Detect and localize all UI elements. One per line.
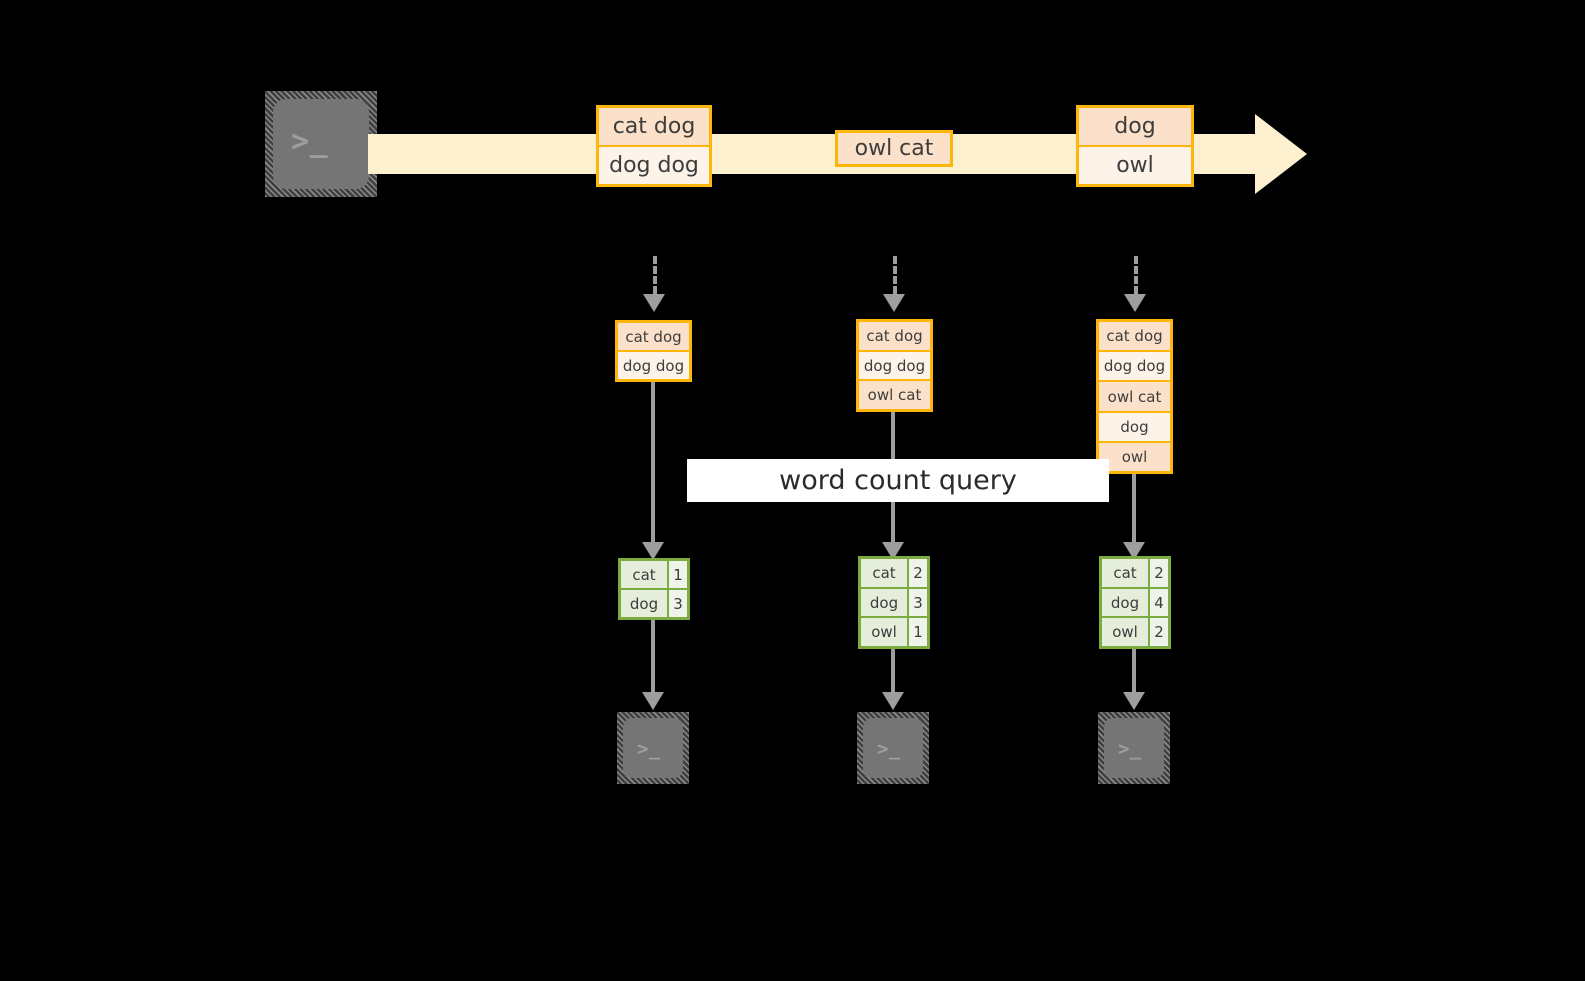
stream-record: owl bbox=[1079, 147, 1191, 184]
terminal-body: >_ bbox=[1104, 718, 1164, 778]
accumulated-record: owl bbox=[1099, 442, 1170, 472]
terminal-prompt-glyph: >_ bbox=[877, 738, 901, 760]
result-count: 1 bbox=[909, 618, 927, 647]
result-count: 1 bbox=[669, 561, 687, 588]
result-word: cat bbox=[1102, 559, 1150, 587]
result-word: dog bbox=[861, 588, 909, 617]
sink-connector-2-arrowhead-icon bbox=[882, 692, 904, 710]
stream-batch-3: dog owl bbox=[1076, 105, 1194, 187]
terminal-prompt-glyph: >_ bbox=[291, 124, 329, 159]
accumulated-input-2: cat dog dog dog owl cat bbox=[856, 319, 933, 412]
stream-record: dog bbox=[1079, 108, 1191, 147]
sink-connector-1 bbox=[651, 620, 655, 696]
accumulated-record: dog dog bbox=[859, 351, 930, 382]
result-word: owl bbox=[1102, 618, 1150, 647]
query-label: word count query bbox=[687, 459, 1109, 502]
result-word: owl bbox=[861, 618, 909, 647]
sink-connector-3 bbox=[1132, 649, 1136, 696]
table-row: cat 2 bbox=[861, 559, 927, 589]
feed-connector-2-arrowhead-icon bbox=[883, 294, 905, 312]
result-count: 2 bbox=[1150, 618, 1168, 647]
sink-terminal-icon-3: >_ bbox=[1098, 712, 1170, 784]
sink-connector-2 bbox=[891, 649, 895, 696]
sink-connector-3-arrowhead-icon bbox=[1123, 692, 1145, 710]
terminal-body: >_ bbox=[273, 99, 369, 189]
query-connector-3-arrowhead-icon bbox=[1123, 542, 1145, 560]
accumulated-record: owl cat bbox=[859, 381, 930, 410]
result-count: 4 bbox=[1150, 588, 1168, 617]
table-row: dog 3 bbox=[621, 590, 687, 617]
result-table-2: cat 2 dog 3 owl 1 bbox=[858, 556, 930, 649]
result-word: cat bbox=[861, 559, 909, 587]
query-connector-2-arrowhead-icon bbox=[882, 542, 904, 560]
table-row: owl 1 bbox=[861, 618, 927, 647]
result-word: dog bbox=[621, 590, 669, 617]
accumulated-input-1: cat dog dog dog bbox=[615, 320, 692, 382]
accumulated-record: cat dog bbox=[618, 323, 689, 352]
sink-connector-1-arrowhead-icon bbox=[642, 692, 664, 710]
stream-batch-1: cat dog dog dog bbox=[596, 105, 712, 187]
accumulated-record: owl cat bbox=[1099, 382, 1170, 413]
stream-record: dog dog bbox=[599, 147, 709, 184]
feed-connector-1 bbox=[653, 256, 657, 294]
terminal-body: >_ bbox=[863, 718, 923, 778]
sink-terminal-icon-2: >_ bbox=[857, 712, 929, 784]
terminal-body: >_ bbox=[623, 718, 683, 778]
accumulated-input-3: cat dog dog dog owl cat dog owl bbox=[1096, 319, 1173, 474]
accumulated-record: cat dog bbox=[859, 322, 930, 352]
source-terminal-icon: >_ bbox=[265, 91, 377, 197]
stream-record: owl cat bbox=[838, 133, 950, 164]
result-word: dog bbox=[1102, 588, 1150, 617]
query-connector-1-arrowhead-icon bbox=[642, 542, 664, 560]
terminal-prompt-glyph: >_ bbox=[637, 738, 661, 760]
feed-connector-3-arrowhead-icon bbox=[1124, 294, 1146, 312]
result-word: cat bbox=[621, 561, 669, 588]
terminal-prompt-glyph: >_ bbox=[1118, 738, 1142, 760]
sink-terminal-icon-1: >_ bbox=[617, 712, 689, 784]
stream-record: cat dog bbox=[599, 108, 709, 147]
stream-arrow-head-icon bbox=[1255, 114, 1307, 194]
feed-connector-3 bbox=[1134, 256, 1138, 294]
result-count: 2 bbox=[1150, 559, 1168, 587]
feed-connector-1-arrowhead-icon bbox=[643, 294, 665, 312]
table-row: owl 2 bbox=[1102, 618, 1168, 647]
table-row: cat 2 bbox=[1102, 559, 1168, 589]
query-connector-1 bbox=[651, 382, 655, 546]
accumulated-record: dog dog bbox=[618, 352, 689, 379]
table-row: cat 1 bbox=[621, 561, 687, 590]
table-row: dog 3 bbox=[861, 588, 927, 619]
result-count: 3 bbox=[669, 590, 687, 617]
result-count: 2 bbox=[909, 559, 927, 587]
stream-batch-2: owl cat bbox=[835, 130, 953, 167]
accumulated-record: dog dog bbox=[1099, 352, 1170, 383]
accumulated-record: cat dog bbox=[1099, 322, 1170, 353]
query-connector-3 bbox=[1132, 474, 1136, 546]
result-count: 3 bbox=[909, 588, 927, 617]
feed-connector-2 bbox=[893, 256, 897, 294]
table-row: dog 4 bbox=[1102, 588, 1168, 619]
result-table-1: cat 1 dog 3 bbox=[618, 558, 690, 620]
accumulated-record: dog bbox=[1099, 412, 1170, 443]
result-table-3: cat 2 dog 4 owl 2 bbox=[1099, 556, 1171, 649]
